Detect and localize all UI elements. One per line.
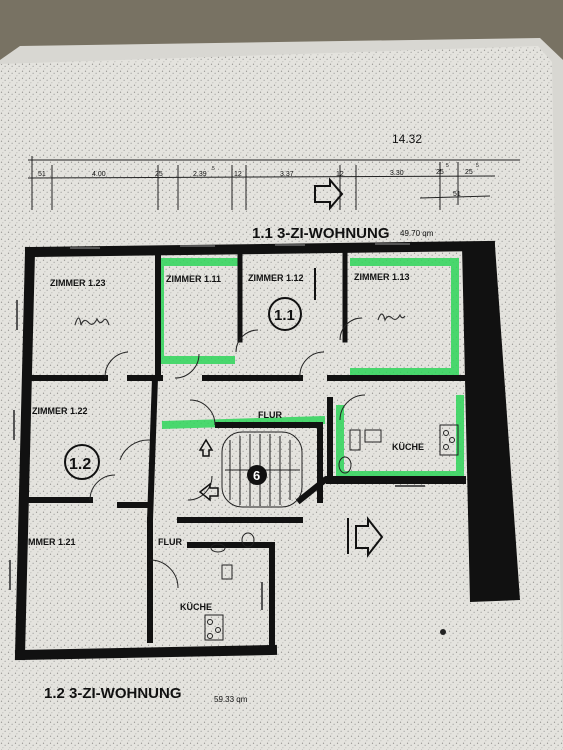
unit-1-2-badge: 1.2 [69,456,91,473]
dimension-segment: 51 [453,191,461,198]
room-label-1-22: ZIMMER 1.22 [32,406,88,416]
staircase [221,431,303,508]
room-label-kueche-1-1: KÜCHE [392,442,424,452]
dimension-segment: 5 [212,166,215,172]
paper-mark [440,629,446,635]
room-label-1-12: ZIMMER 1.12 [248,273,304,283]
bathroom-fixtures [204,532,255,641]
dimension-segment: 51 [38,171,46,178]
dimension-segment: 5 [476,163,479,169]
stair-arrow-icon [198,438,219,502]
window-marks [9,243,425,610]
dimension-segment: 3.37 [280,171,294,178]
dimension-segment: 25 [436,169,444,176]
room-label-1-13: ZIMMER 1.13 [354,272,410,282]
stair-badge: 6 [253,468,260,483]
kitchen-fixtures [338,424,459,474]
entrance-arrow-icon [314,177,344,211]
handwritten-note [74,317,110,326]
dimension-segment: 5 [446,163,449,169]
walls [14,240,520,661]
dimension-segment: 4.00 [92,171,106,178]
room-label-flur-1-2: FLUR [158,537,182,547]
door-swings [89,317,366,589]
entrance-arrow-icon [347,516,384,558]
dimension-total: 14.32 [392,132,422,146]
stair-badge-bg [247,465,267,485]
dimension-segment: 12 [336,171,344,178]
unit-1-2-badge-circle [64,444,100,480]
dimension-lines [27,156,520,210]
dimension-segment: 12 [234,171,242,178]
dimension-segment: 2.39 [193,171,207,178]
unit-1-2-title: 1.2 3-ZI-WOHNUNG [44,685,182,702]
handwritten-note [377,313,406,322]
dimension-segment: 25 [155,171,163,178]
unit-1-1-area: 49.70 qm [400,229,434,238]
room-label-1-23: ZIMMER 1.23 [50,278,106,288]
dimension-segment: 25 [465,169,473,176]
dimension-segment: 3.30 [390,170,404,177]
unit-1-1-badge: 1.1 [274,307,295,324]
paper-sheet [0,46,563,750]
room-label-flur-1-1: FLUR [258,410,282,420]
unit-1-1-title: 1.1 3-ZI-WOHNUNG [252,225,390,242]
room-label-1-11: ZIMMER 1.11 [166,274,221,284]
unit-1-1-badge-circle [268,297,302,331]
dimension-segment-labels: 51 4.00 25 2.39 5 12 3.37 12 3.30 25 5 2… [38,163,479,198]
unit-1-2-area: 59.33 qm [214,695,248,704]
room-label-kueche-1-2: KÜCHE [180,602,212,612]
room-label-1-21: ZIMMER 1.21 [20,537,76,547]
